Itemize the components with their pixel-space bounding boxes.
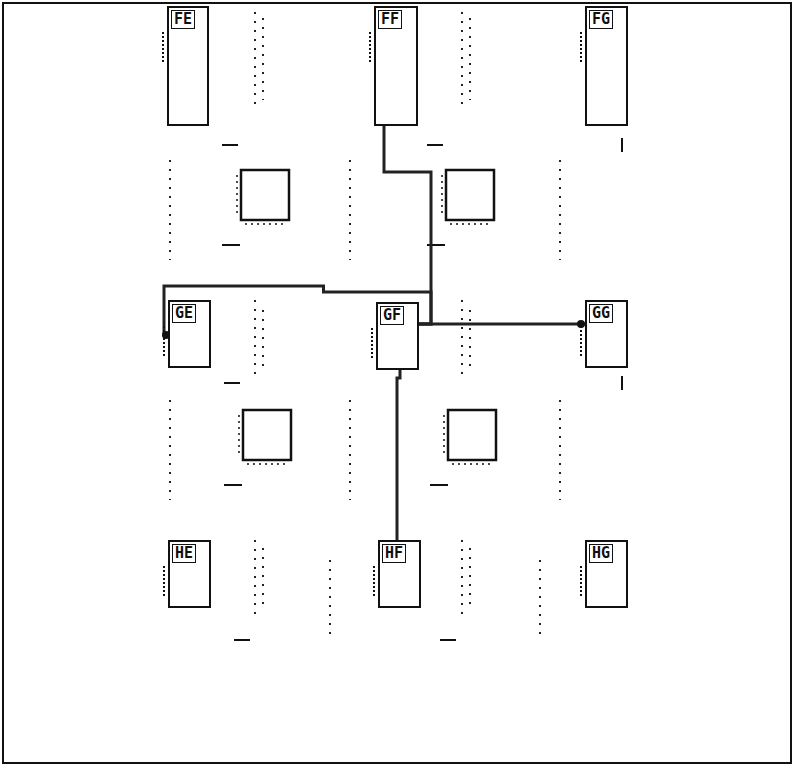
block-label: FE (171, 10, 195, 29)
block-label: HE (172, 544, 196, 563)
logic-block: FG (585, 6, 628, 126)
logic-block: GF (376, 302, 419, 370)
switch-box (243, 410, 291, 460)
pin-ticks (371, 328, 378, 358)
logic-block: FE (167, 6, 209, 126)
switch-box (448, 410, 496, 460)
pin-ticks (373, 566, 380, 596)
stub (224, 382, 240, 384)
switch-box (241, 170, 289, 220)
pin-ticks (450, 223, 491, 225)
pin-ticks (441, 175, 443, 216)
logic-block: HE (168, 540, 211, 608)
pin-ticks (163, 566, 170, 596)
routing-track (461, 540, 463, 620)
routing-track (329, 560, 331, 640)
routing-track (349, 400, 351, 500)
block-label: HG (589, 544, 613, 563)
block-label: GG (589, 304, 613, 323)
net-wire (384, 126, 431, 324)
stub (440, 639, 456, 641)
stub (222, 144, 238, 146)
routing-track (262, 310, 264, 370)
logic-block: GG (585, 300, 628, 368)
routing-track (169, 160, 171, 260)
pin-ticks (580, 566, 587, 596)
pin-ticks (580, 326, 587, 356)
pin-ticks (238, 415, 240, 456)
pin-ticks (369, 32, 376, 62)
block-label: FG (589, 10, 613, 29)
routing-track (461, 12, 463, 110)
routing-track (559, 400, 561, 500)
pin-ticks (247, 463, 288, 465)
logic-block: HG (585, 540, 628, 608)
block-label: FF (378, 10, 402, 29)
pin-ticks (163, 326, 170, 356)
routing-track (262, 548, 264, 610)
frame (3, 3, 791, 763)
stub (222, 244, 240, 246)
net-wire (419, 323, 585, 326)
logic-block: HF (378, 540, 421, 608)
routing-track (254, 300, 256, 380)
block-label: HF (382, 544, 406, 563)
stub (234, 639, 250, 641)
pin-ticks (452, 463, 493, 465)
stub (430, 484, 448, 486)
stub (621, 138, 623, 152)
routing-track (169, 400, 171, 500)
block-label: GF (380, 306, 404, 325)
switch-box (446, 170, 494, 220)
net-wire (397, 370, 400, 540)
pin-ticks (162, 32, 169, 62)
routing-track (262, 18, 264, 100)
pin-ticks (245, 223, 286, 225)
logic-block: GE (168, 300, 211, 368)
stub (224, 484, 242, 486)
routing-track (254, 540, 256, 620)
block-label: GE (172, 304, 196, 323)
routing-track (254, 12, 256, 110)
logic-block: FF (374, 6, 418, 126)
routing-track (461, 300, 463, 380)
routing-track (469, 310, 471, 370)
stub (427, 144, 443, 146)
stub (621, 376, 623, 390)
routing-track (469, 18, 471, 100)
pin-ticks (443, 415, 445, 456)
routing-track (349, 160, 351, 260)
routing-track (469, 548, 471, 610)
pin-ticks (580, 32, 587, 62)
routing-track (539, 560, 541, 640)
routing-track (559, 160, 561, 260)
pin-ticks (236, 175, 238, 216)
